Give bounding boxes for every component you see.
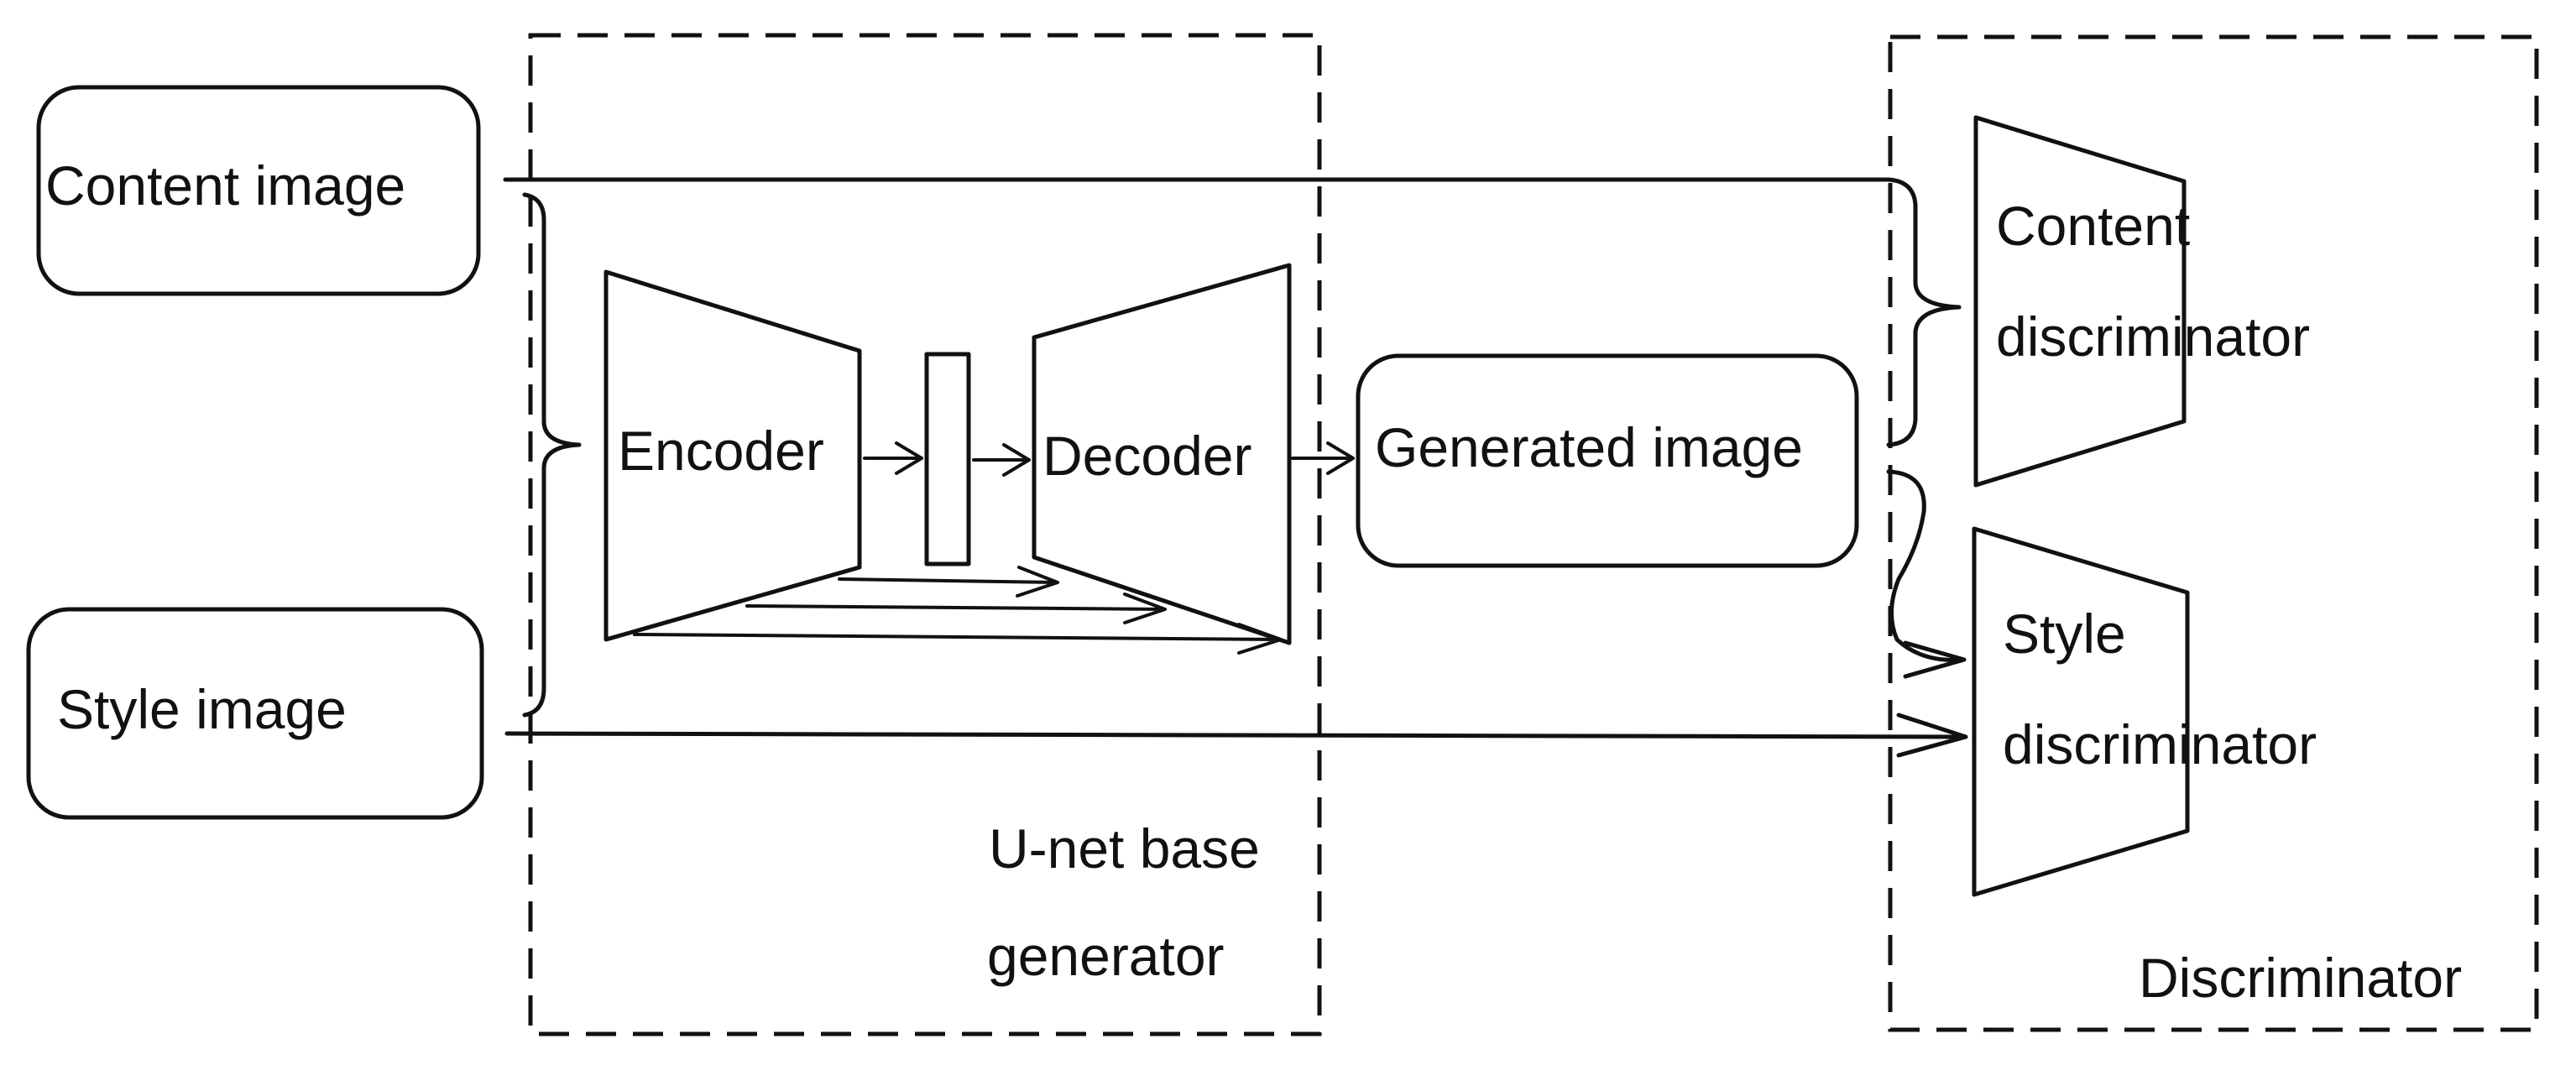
skip-connection-1 (838, 566, 1059, 598)
style-image-label: Style image (57, 678, 347, 740)
skip-connection-2 (745, 593, 1167, 624)
content-image-node (36, 85, 481, 296)
generated-to-style-discriminator-arrow (1886, 469, 1967, 679)
content-discriminator-block (1973, 115, 2187, 488)
bottleneck-block (924, 352, 971, 566)
input-merge-brace (522, 192, 582, 718)
generated-image-label: Generated image (1375, 416, 1803, 478)
style-discriminator-label-line2: discriminator (2003, 713, 2317, 775)
skip-connection-3 (633, 623, 1283, 655)
content-image-label: Content image (45, 154, 405, 217)
style-image-to-discriminator-arrow (504, 713, 1968, 758)
encoder-label: Encoder (618, 420, 824, 482)
bottleneck-to-decoder-arrow (972, 443, 1031, 477)
generator-group-box (528, 33, 1322, 1036)
style-discriminator-label-line1: Style (2003, 603, 2126, 665)
generator-group-label-line2: generator (987, 925, 1225, 987)
encoder-block (604, 269, 862, 642)
content-discriminator-brace (1886, 177, 1962, 447)
decoder-label: Decoder (1042, 425, 1251, 487)
generated-image-node (1356, 353, 1859, 568)
discriminator-group-label: Discriminator (2139, 947, 2462, 1009)
content-discriminator-label-line2: discriminator (1996, 305, 2310, 368)
discriminator-group-box (1888, 34, 2539, 1032)
content-discriminator-label-line1: Content (1996, 195, 2190, 257)
decoder-block (1032, 263, 1292, 645)
decoder-to-generated-arrow (1291, 441, 1355, 475)
encoder-to-bottleneck-arrow (863, 441, 923, 475)
generator-group-label-line1: U-net base (989, 817, 1260, 880)
style-image-node (26, 607, 484, 820)
style-discriminator-block (1972, 526, 2190, 897)
